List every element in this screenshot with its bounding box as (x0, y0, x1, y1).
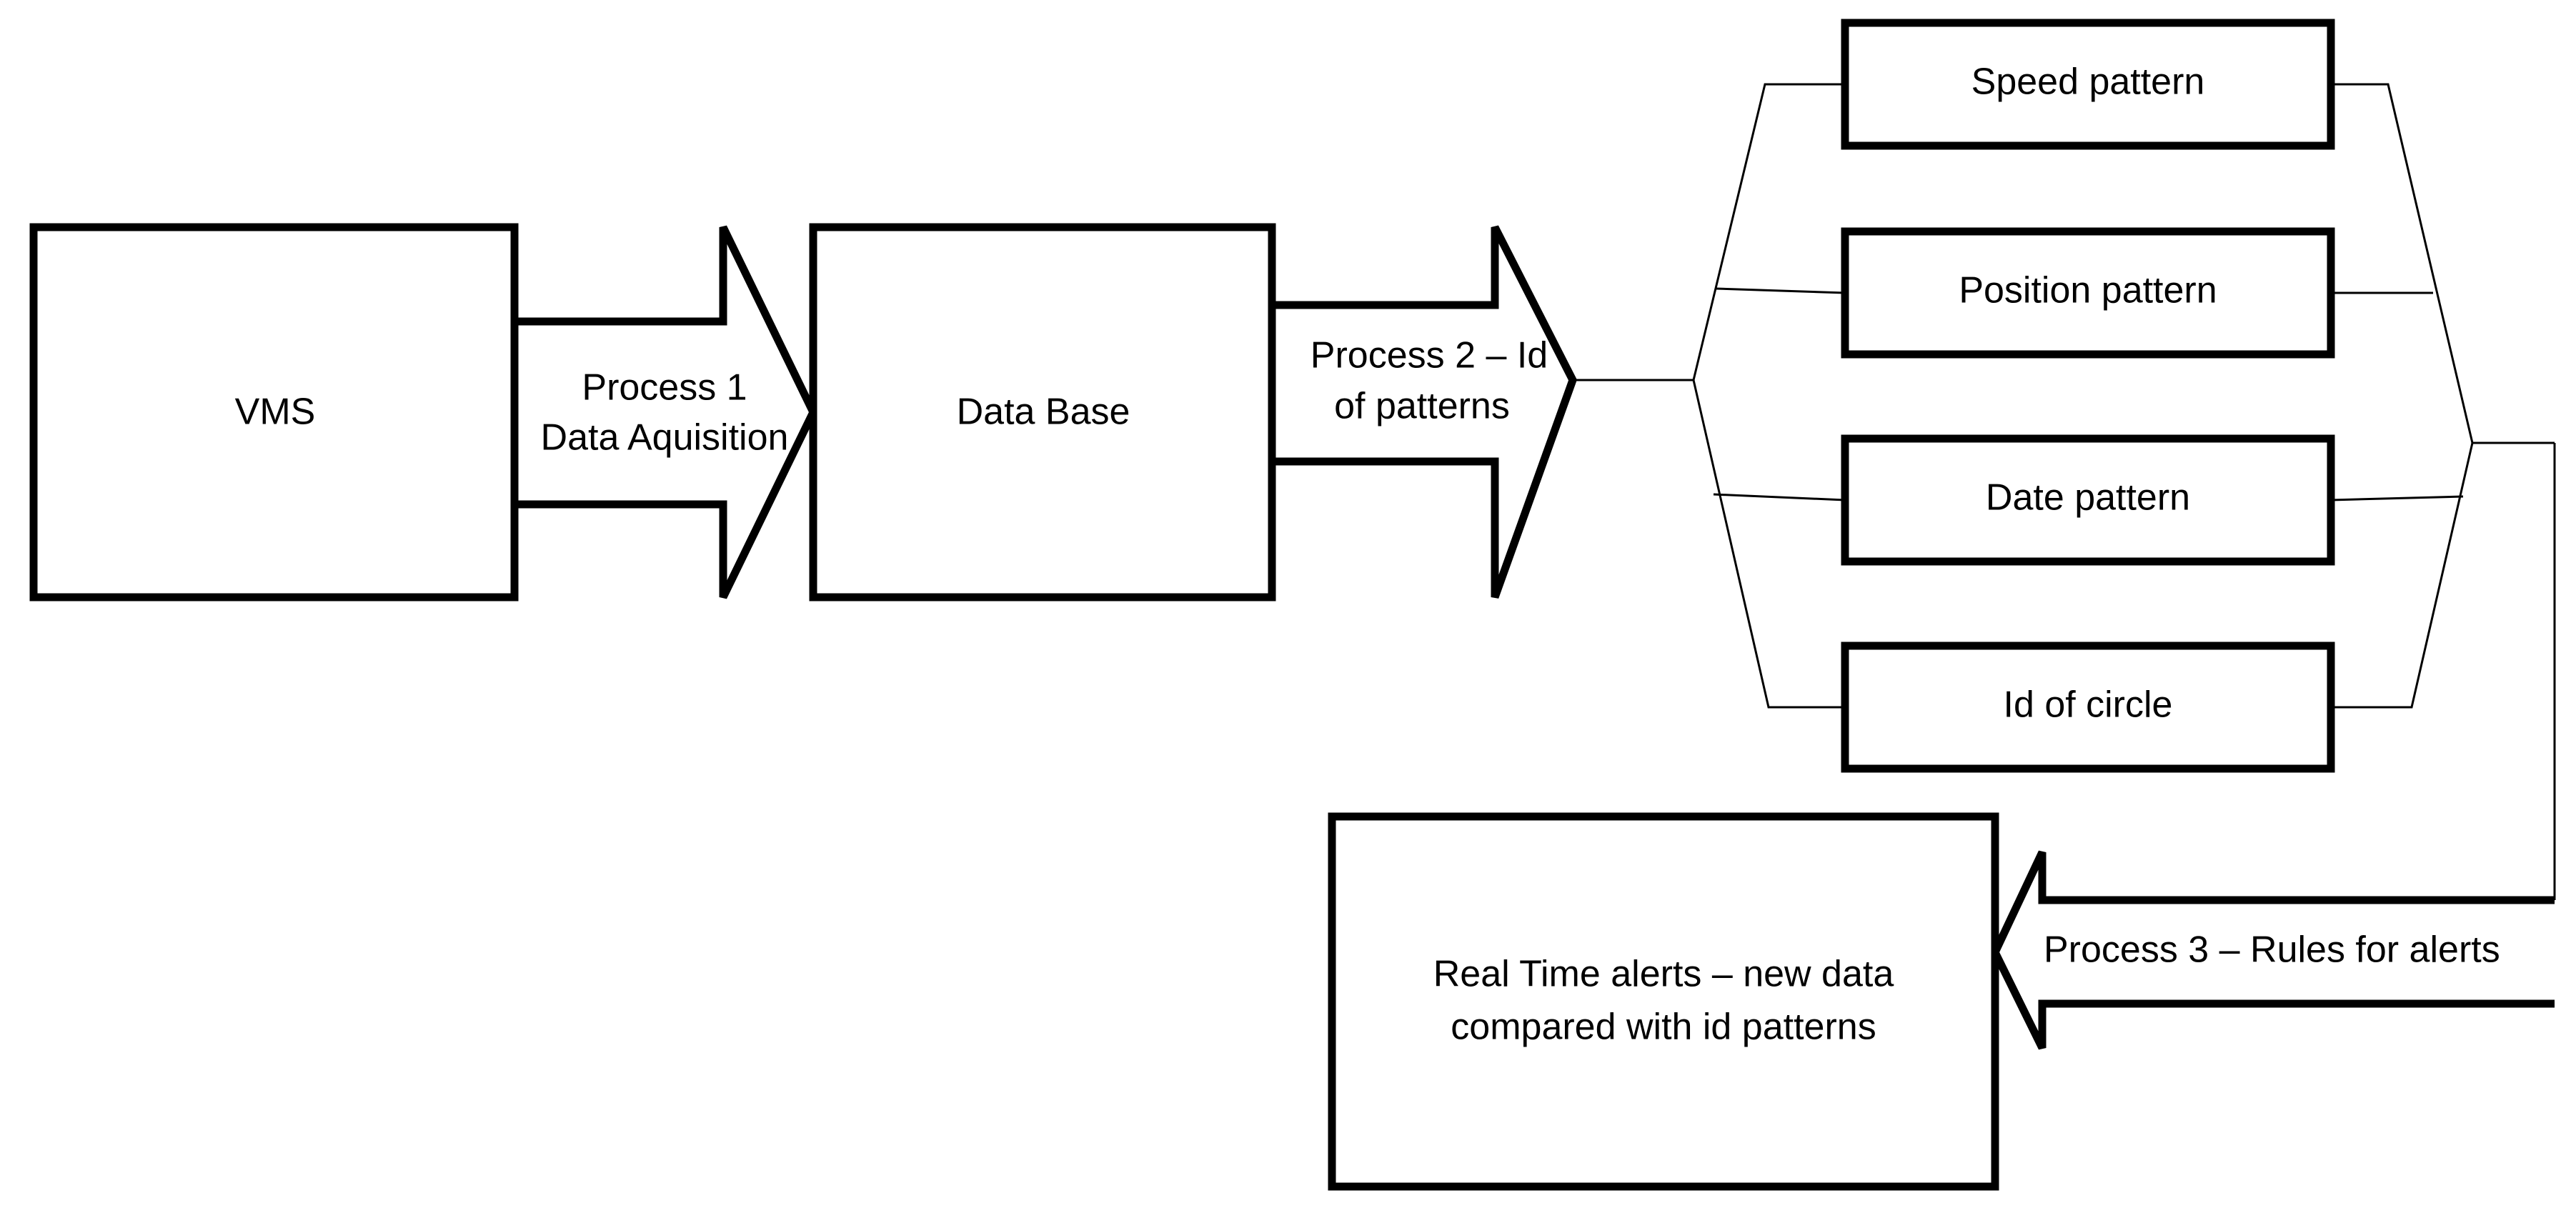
database-label: Data Base (957, 391, 1130, 433)
position-pattern-box (1841, 227, 2335, 359)
vms-box (29, 223, 519, 601)
alerts-label-line1: Real Time alerts – new data (1433, 954, 1894, 995)
process-1-arrow (510, 225, 818, 599)
process-2-label-line1: Process 2 – Id (1311, 335, 1548, 376)
date-pattern-label: Date pattern (1986, 477, 2190, 519)
date-pattern-box (1841, 434, 2335, 566)
left-branch-connector (1573, 83, 1846, 709)
process-1-label-line1: Process 1 (582, 367, 747, 409)
real-time-alerts-box (1328, 812, 1999, 1191)
speed-pattern-label: Speed pattern (1971, 61, 2205, 103)
alerts-label-line2: compared with id patterns (1451, 1007, 1876, 1048)
process-2-arrow (1268, 225, 1577, 599)
id-of-circle-box (1841, 642, 2335, 773)
right-branch-connector (2330, 83, 2555, 709)
database-box (809, 223, 1276, 601)
vms-label: VMS (235, 391, 316, 433)
process-1-label-line2: Data Aquisition (541, 417, 789, 459)
position-pattern-label: Position pattern (1959, 270, 2217, 311)
speed-pattern-box (1841, 19, 2335, 150)
id-of-circle-label: Id of circle (2004, 684, 2173, 726)
process-3-label: Process 3 – Rules for alerts (2044, 929, 2500, 971)
process-2-label-line2: of patterns (1334, 386, 1510, 427)
